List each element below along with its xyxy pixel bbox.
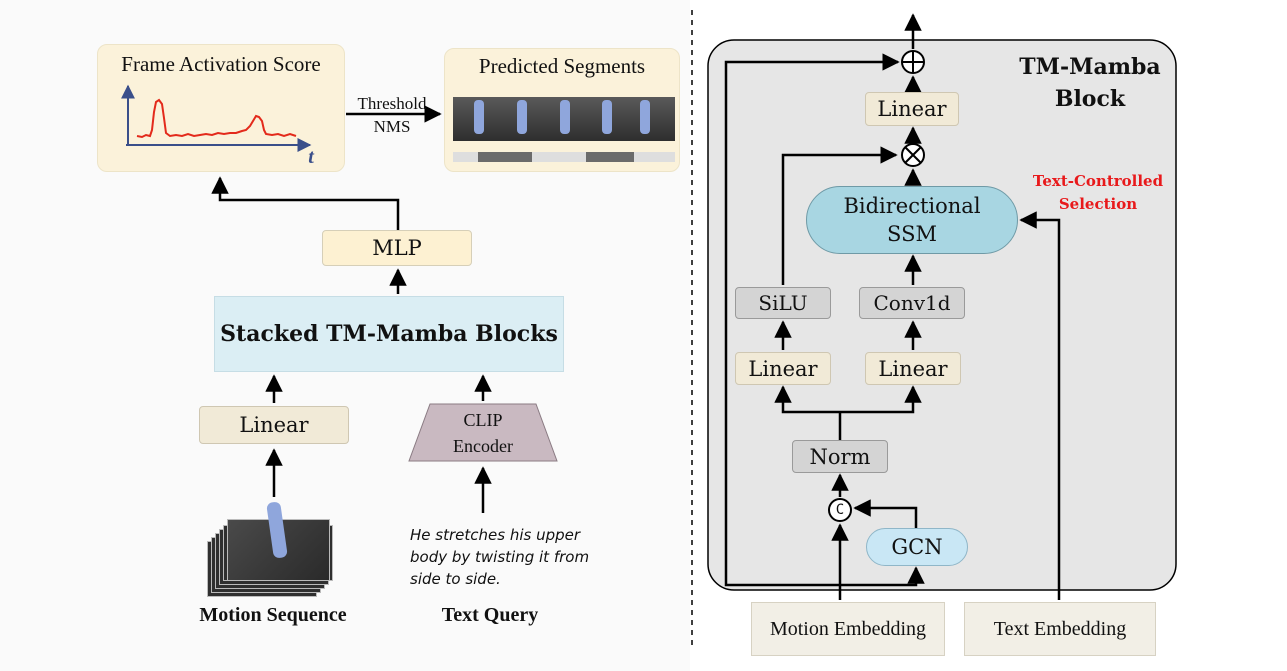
clip-label-2: Encoder (453, 436, 513, 456)
linear-top-box: Linear (865, 92, 959, 126)
arrow-split-linear-left (774, 385, 840, 414)
text-embedding-box: Text Embedding (964, 602, 1156, 656)
segment-bar-1 (478, 152, 532, 162)
figure-icon (560, 100, 570, 134)
segment-bar-2 (586, 152, 634, 162)
arrow-silu-mult (781, 146, 898, 285)
gcn-box: GCN (866, 528, 968, 566)
nms-label: NMS (373, 117, 411, 136)
mlp-box: MLP (322, 230, 472, 266)
tcs-label-2: Selection (1058, 195, 1138, 213)
figure-icon (602, 100, 612, 134)
figure-icon (517, 100, 527, 134)
silu-box: SiLU (735, 287, 831, 319)
arrow-gcn-concat (853, 499, 918, 528)
bidirectional-ssm-box: Bidirectional SSM (806, 186, 1018, 254)
linear-right-box: Linear (865, 352, 961, 385)
norm-box: Norm (792, 440, 888, 473)
concat-node: C (828, 498, 852, 522)
clip-encoder-shape (408, 403, 558, 462)
ssm-label-1: Bidirectional (843, 194, 981, 218)
arrow-residual (724, 53, 900, 587)
segment-bar-bg (453, 152, 675, 162)
conv1d-box: Conv1d (859, 287, 965, 319)
arrow-text-ssm (1019, 211, 1061, 600)
block-title-2: Block (1054, 86, 1126, 112)
score-axis-label: t (308, 146, 314, 168)
motion-embedding-box: Motion Embedding (751, 602, 945, 656)
arrow-mlp-score (211, 176, 400, 230)
linear-box: Linear (199, 406, 349, 444)
ssm-label-2: SSM (887, 222, 937, 246)
linear-left-box: Linear (735, 352, 831, 385)
score-panel-title: Frame Activation Score (121, 52, 321, 76)
segments-panel-title: Predicted Segments (478, 54, 646, 78)
stacked-blocks-box: Stacked TM-Mamba Blocks (214, 296, 564, 372)
threshold-label: Threshold (357, 94, 427, 113)
motion-caption: Motion Sequence (199, 604, 347, 626)
arrow-motion-gcn (840, 566, 925, 587)
arrow-split-linear-right (840, 385, 922, 414)
clip-label-1: CLIP (463, 410, 503, 430)
query-text: He stretches his upper body by twisting … (410, 526, 590, 588)
figure-icon (474, 100, 484, 134)
query-caption: Text Query (441, 604, 539, 626)
tcs-label-1: Text-Controlled (1032, 172, 1164, 190)
block-title-1: TM-Mamba (1019, 54, 1161, 80)
figure-icon (640, 100, 650, 134)
